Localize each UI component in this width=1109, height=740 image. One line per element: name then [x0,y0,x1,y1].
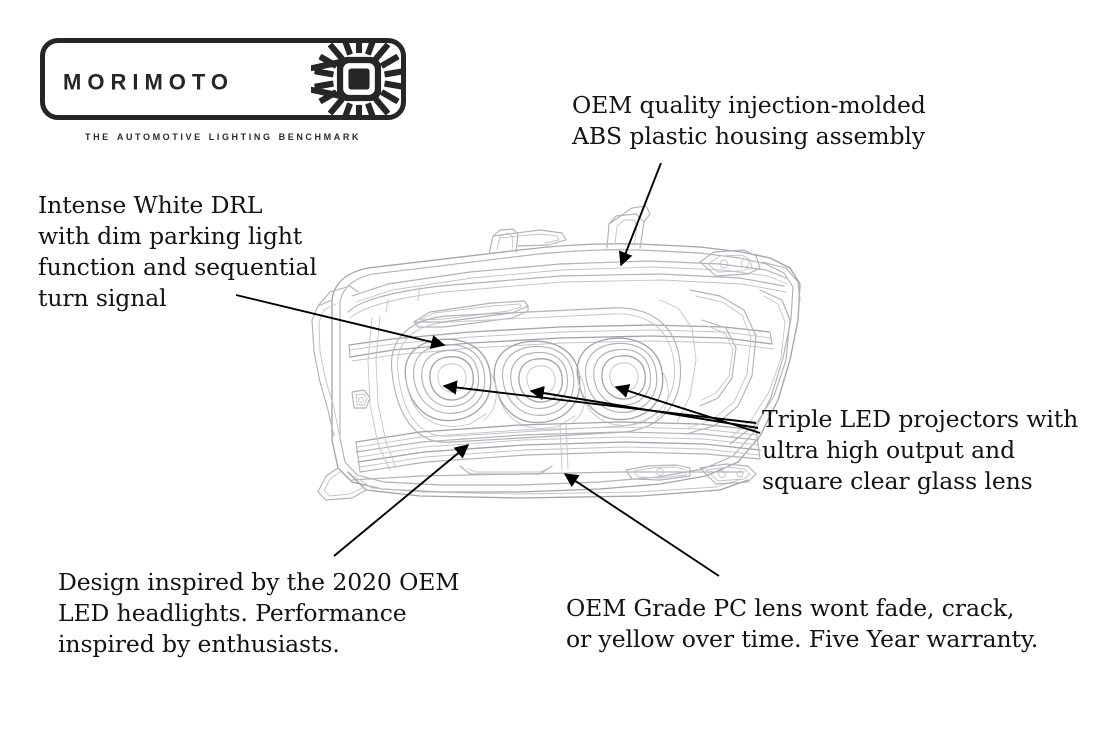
callout-projector-text: Triple LED projectors with ultra high ou… [762,405,1079,495]
arrow-design [333,444,470,557]
sunburst-icon [311,43,401,115]
callout-drl-text: Intense White DRL with dim parking light… [38,191,317,312]
brand-logo: Morimoto [40,38,420,143]
arrow-projector-middle [529,386,759,429]
callout-design-text: Design inspired by the 2020 OEM LED head… [58,568,460,658]
arrow-housing [619,162,662,267]
arrow-projector-left [442,380,757,424]
arrow-projector-right [614,384,761,434]
logo-tagline: The Automotive Lighting Benchmark [84,129,362,143]
callout-housing-text: OEM quality injection-molded ABS plastic… [572,91,926,150]
arrow-lens [563,473,720,577]
callout-lens-text: OEM Grade PC lens wont fade, crack, or y… [566,594,1039,653]
logo-plate: Morimoto [40,38,406,120]
logo-wordmark: Morimoto [63,61,235,97]
